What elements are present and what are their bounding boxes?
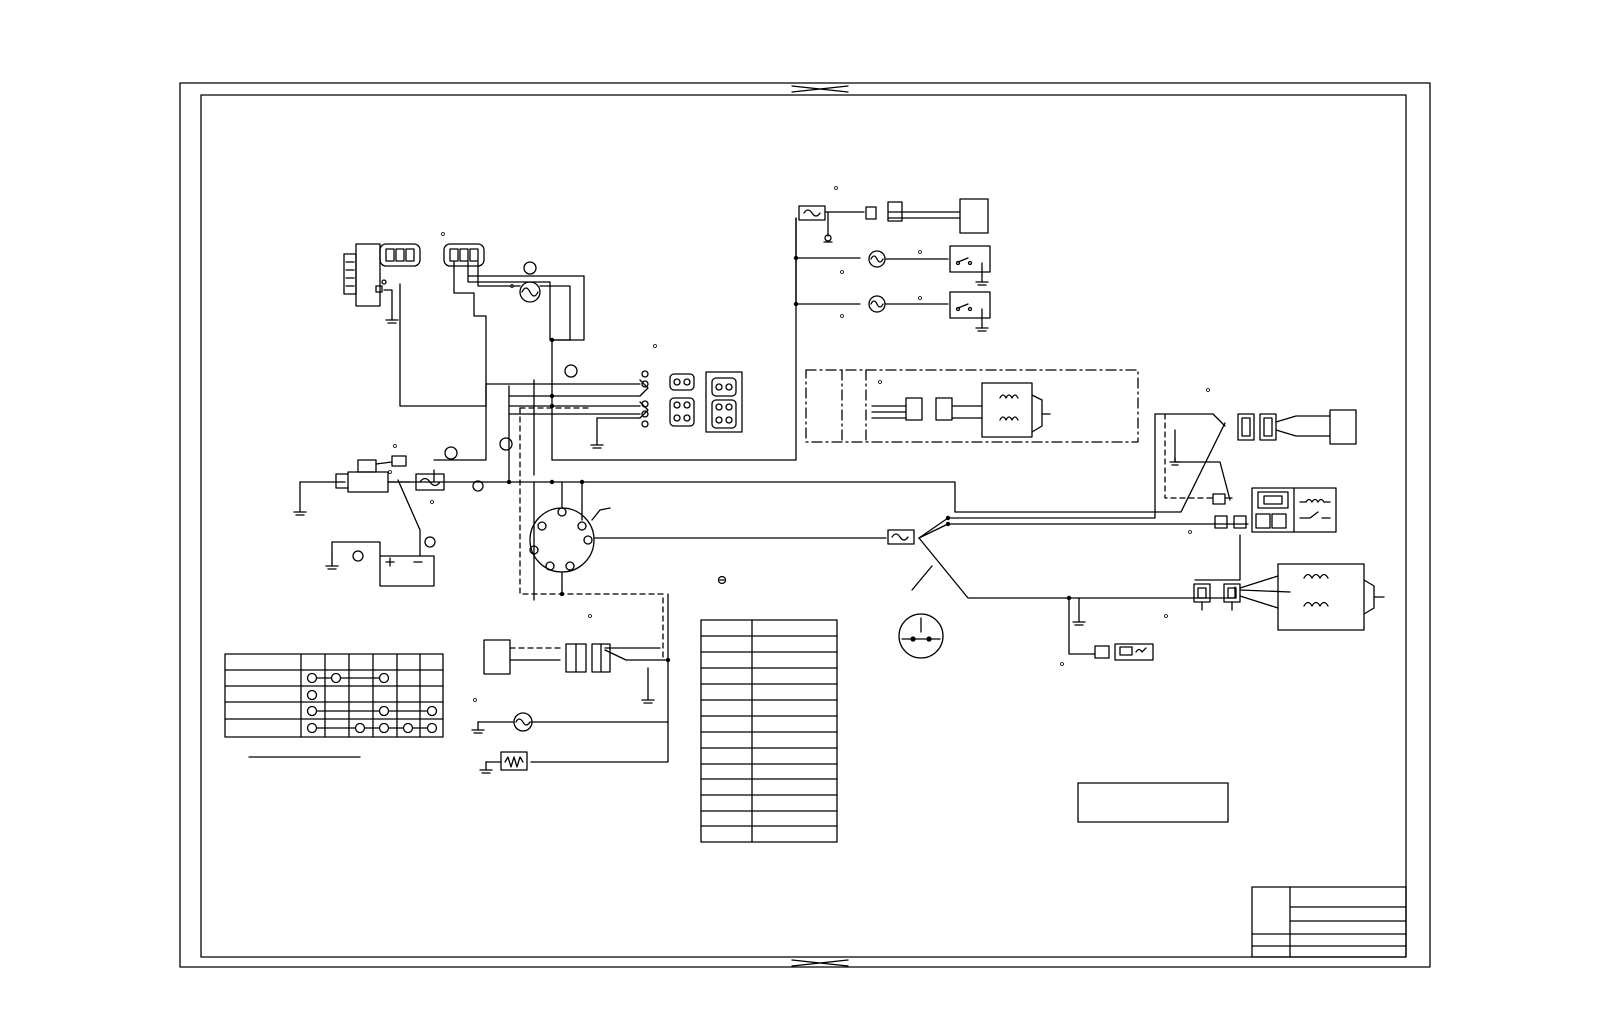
title-block [1252, 887, 1406, 957]
terminal-marker [445, 447, 457, 459]
lamp-icon [520, 282, 540, 302]
switch-icon [950, 246, 990, 272]
battery-icon [380, 556, 434, 586]
lamp-icon [869, 251, 885, 267]
solenoid-body [1278, 564, 1364, 630]
ground-icon [591, 445, 603, 448]
ground-icon [294, 512, 306, 515]
connector-icon [906, 398, 922, 420]
terminal-marker [425, 537, 435, 547]
fuse-icon [416, 474, 444, 490]
upper-left-components [344, 244, 742, 491]
switch-icon [950, 292, 990, 318]
connector-icon [936, 398, 952, 420]
ground-icon [976, 272, 988, 285]
solenoid-body [982, 383, 1032, 437]
ground-icon [1073, 622, 1085, 625]
indicator-gauge [719, 566, 944, 658]
outer-border [180, 83, 1430, 967]
ground-icon [976, 318, 988, 331]
coil-icon [1304, 603, 1328, 607]
coil-icon [1306, 500, 1324, 503]
right-components [888, 410, 1384, 660]
terminal-marker [565, 365, 577, 377]
terminal-marker [500, 438, 512, 450]
starter-circuit [336, 456, 444, 586]
sheet-frame [180, 83, 1430, 967]
wire-color-table [701, 620, 837, 842]
fuse-icon [799, 206, 825, 220]
accessory-circuit [796, 199, 990, 318]
ground-icon [326, 558, 338, 569]
ground-icon [480, 762, 492, 773]
reference-dots [389, 187, 1210, 702]
rotary-sensor [344, 244, 392, 316]
bottom-left-circuit [478, 640, 610, 770]
connector-icon [866, 207, 876, 219]
connector-icon [1215, 516, 1227, 528]
connector-icon [706, 372, 742, 432]
connector-icon [1238, 414, 1276, 440]
sensor-box [1115, 644, 1153, 660]
switch-position-table [225, 654, 443, 757]
accessory-box [960, 199, 988, 233]
connector-icon [1095, 646, 1109, 658]
lamp-icon [869, 296, 885, 312]
connector-icon [1194, 584, 1240, 610]
actuator-box [1330, 410, 1356, 444]
connector-icon [640, 371, 694, 427]
resistor-icon [501, 752, 527, 770]
coil-icon [1000, 417, 1018, 420]
coil-icon [1000, 395, 1018, 398]
top-center-mark [792, 86, 848, 92]
terminal-marker [524, 262, 536, 274]
sender-box [484, 640, 510, 674]
connector-icon [888, 202, 902, 221]
connector-icon [380, 244, 420, 266]
connector-icon [1234, 516, 1246, 528]
terminal-marker [473, 481, 483, 491]
terminal-marker [353, 551, 363, 561]
starter-motor [336, 456, 406, 492]
ground-icon [386, 316, 398, 323]
ignition-switch-icon [530, 508, 610, 572]
connector-icon [444, 244, 484, 266]
ground-icon [642, 700, 654, 703]
inner-border [201, 95, 1406, 957]
coil-icon [1304, 575, 1328, 579]
fuse-icon [888, 530, 914, 544]
optional-module-box [806, 370, 1138, 442]
ground-icon [824, 235, 832, 242]
main-harness [300, 218, 1248, 762]
junction-dots [506, 255, 1072, 663]
note-box [1078, 783, 1228, 822]
ground-icon [472, 722, 484, 733]
ground-icon [1170, 458, 1180, 465]
bottom-center-mark [792, 960, 848, 966]
connector-icon [1213, 494, 1225, 504]
